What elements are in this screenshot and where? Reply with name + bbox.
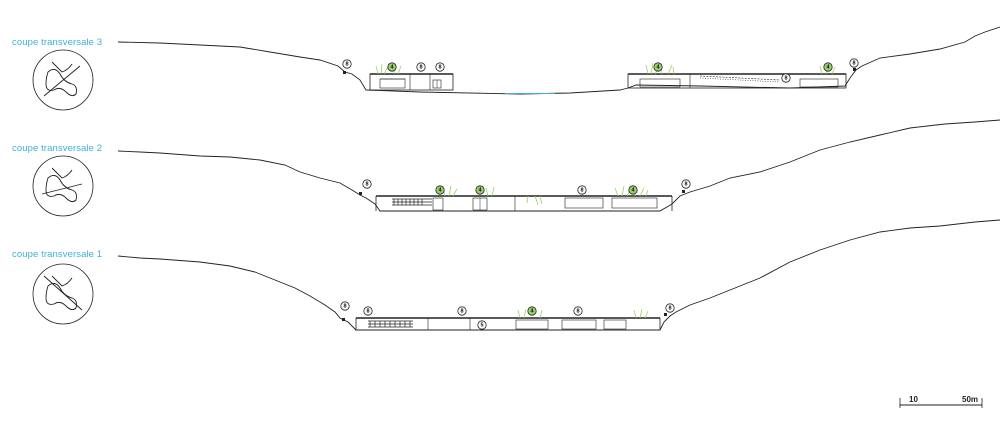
marker-label: 8 bbox=[365, 181, 368, 187]
key-map-section-1 bbox=[32, 263, 94, 325]
marker-circle bbox=[477, 320, 487, 330]
marker-label: 4 bbox=[656, 64, 660, 70]
marker-section-3-6: 8 bbox=[781, 73, 791, 83]
marker-section-2-1: 8 bbox=[362, 179, 372, 189]
marker-circle bbox=[435, 62, 445, 72]
marker-section-2-3: 4 bbox=[475, 185, 485, 195]
key-map-section-2 bbox=[32, 155, 94, 217]
section-3-terrain-line bbox=[117, 26, 1000, 95]
marker-section-1-7: 8 bbox=[665, 303, 675, 313]
marker-section-3-8: 8 bbox=[849, 58, 859, 68]
marker-section-1-5: 4 bbox=[527, 306, 537, 316]
marker-section-2-5: 4 bbox=[628, 185, 638, 195]
marker-label: 8 bbox=[684, 181, 687, 187]
marker-section-1-3: 8 bbox=[457, 306, 467, 316]
key-map-section-3 bbox=[32, 49, 94, 111]
marker-circle bbox=[416, 62, 426, 72]
marker-circle bbox=[849, 58, 859, 68]
section-3-title: coupe transversale 3 bbox=[12, 37, 103, 48]
marker-section-1-4: 5 bbox=[477, 320, 487, 330]
section-2-drawing bbox=[117, 119, 1000, 212]
marker-circle bbox=[781, 73, 791, 83]
marker-label: 4 bbox=[530, 308, 534, 314]
marker-circle bbox=[435, 185, 445, 195]
section-2-terrain-line bbox=[117, 119, 1000, 212]
marker-label: 5 bbox=[480, 322, 483, 328]
marker-section-3-2: 4 bbox=[387, 62, 397, 72]
marker-label: 8 bbox=[419, 64, 422, 70]
marker-circle bbox=[665, 303, 675, 313]
marker-circle bbox=[577, 185, 587, 195]
marker-label: 8 bbox=[784, 75, 787, 81]
marker-circle bbox=[628, 185, 638, 195]
marker-circle bbox=[681, 179, 691, 189]
marker-section-1-6: 8 bbox=[573, 306, 583, 316]
marker-label: 8 bbox=[343, 303, 346, 309]
marker-section-3-4: 8 bbox=[435, 62, 445, 72]
marker-circle bbox=[527, 306, 537, 316]
marker-section-2-6: 8 bbox=[681, 179, 691, 189]
marker-section-2-4: 8 bbox=[577, 185, 587, 195]
marker-label: 8 bbox=[345, 61, 348, 67]
marker-label: 8 bbox=[438, 64, 441, 70]
scale-label-end: 50m bbox=[962, 395, 978, 404]
marker-circle bbox=[573, 306, 583, 316]
marker-circle bbox=[475, 185, 485, 195]
marker-circle bbox=[363, 306, 373, 316]
marker-label: 4 bbox=[631, 187, 635, 193]
marker-section-2-2: 4 bbox=[435, 185, 445, 195]
marker-label: 8 bbox=[576, 308, 579, 314]
marker-section-3-5: 4 bbox=[653, 62, 663, 72]
section-1-title: coupe transversale 1 bbox=[12, 249, 103, 260]
marker-circle bbox=[653, 62, 663, 72]
section-1-terrain-line bbox=[117, 219, 1000, 331]
marker-label: 4 bbox=[826, 64, 830, 70]
marker-label: 8 bbox=[366, 308, 369, 314]
marker-section-3-3: 8 bbox=[416, 62, 426, 72]
scale-label-start: 10 bbox=[909, 395, 918, 404]
marker-section-3-7: 4 bbox=[823, 62, 833, 72]
marker-circle bbox=[457, 306, 467, 316]
marker-section-1-1: 8 bbox=[340, 301, 350, 311]
marker-label: 8 bbox=[460, 308, 463, 314]
marker-label: 4 bbox=[478, 187, 482, 193]
marker-circle bbox=[823, 62, 833, 72]
marker-circle bbox=[340, 301, 350, 311]
marker-label: 8 bbox=[668, 305, 671, 311]
marker-label: 4 bbox=[390, 64, 394, 70]
marker-circle bbox=[362, 179, 372, 189]
section-3-drawing bbox=[117, 26, 1000, 95]
marker-label: 8 bbox=[580, 187, 583, 193]
marker-section-1-2: 8 bbox=[363, 306, 373, 316]
marker-label: 4 bbox=[438, 187, 442, 193]
marker-label: 8 bbox=[852, 60, 855, 66]
annotation-markers: 8 4 8 8 4 8 4 8 8 4 4 8 4 8 8 8 8 5 4 8 8 bbox=[340, 58, 859, 330]
marker-section-3-1: 8 bbox=[342, 59, 352, 69]
marker-circle bbox=[387, 62, 397, 72]
scale-bar: 10 50m bbox=[899, 395, 983, 408]
marker-circle bbox=[342, 59, 352, 69]
section-1-drawing bbox=[117, 219, 1000, 331]
section-2-title: coupe transversale 2 bbox=[12, 143, 103, 154]
